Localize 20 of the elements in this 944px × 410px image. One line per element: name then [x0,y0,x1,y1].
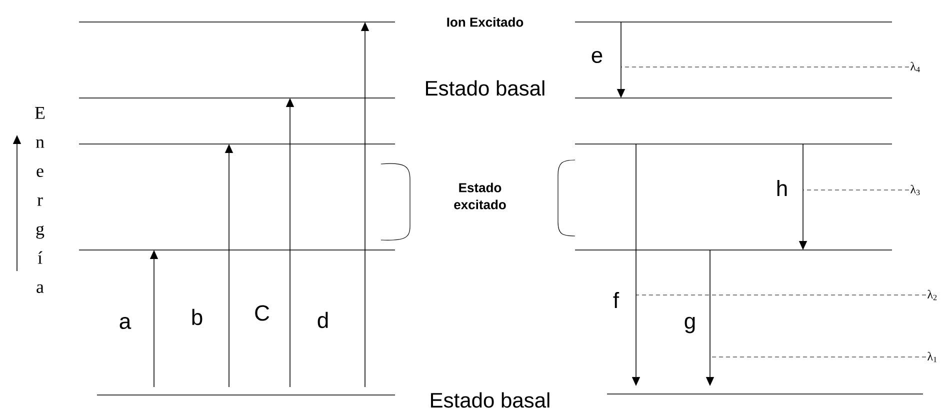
wavelength-label: λ$_{1}$ [928,352,937,362]
edge-label: d [318,312,328,328]
level-label: Ion Excitado [447,17,524,27]
leader-line [620,66,910,68]
edge-label: h [777,180,787,196]
wavelength-label: λ$_{2}$ [928,290,937,300]
energy-level-line [96,394,396,396]
wavelength-label: λ$_{4}$ [910,62,920,72]
wavelength-label: λ$_{3}$ [910,184,920,196]
leader-line [636,294,926,296]
level-label: Estado excitado [454,182,506,210]
axis-label: Energía [35,107,45,293]
edge-label: b [192,308,202,326]
edge-label: a [120,316,132,330]
level-label: Estado basal [426,80,544,96]
edge-label: g [684,316,695,334]
edge-label: C [255,305,270,321]
level-label: Estado basal [431,392,550,408]
edge-label: e [592,50,602,64]
edge-label: f [613,292,620,308]
